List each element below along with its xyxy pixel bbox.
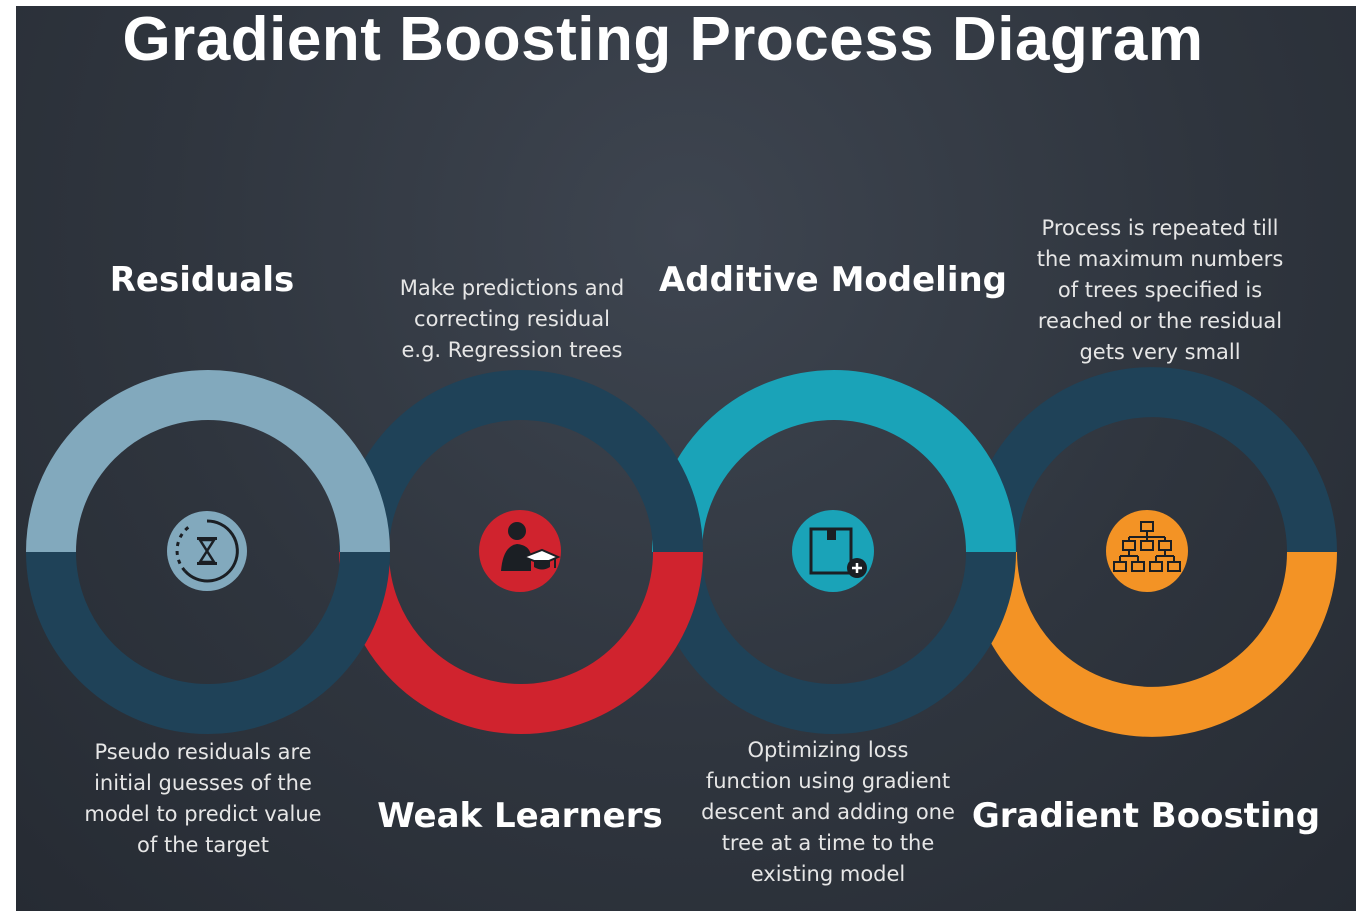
heading-residuals: Residuals xyxy=(109,260,295,300)
hourglass-icon xyxy=(167,511,247,591)
description-additive-modeling: Optimizing loss function using gradient … xyxy=(701,738,955,886)
learner-icon xyxy=(479,510,561,592)
ring-additive-modeling xyxy=(652,370,1016,734)
heading-additive-modeling: Additive Modeling xyxy=(658,260,1008,300)
box-add-icon xyxy=(792,510,874,592)
description-residuals: Pseudo residuals are initial guesses of … xyxy=(84,740,322,857)
heading-weak-learners: Weak Learners xyxy=(377,796,663,836)
ring-gradient-boosting xyxy=(967,367,1337,737)
ring-residuals xyxy=(26,370,390,734)
page-title: Gradient Boosting Process Diagram xyxy=(122,5,1204,74)
ring-weak-learners xyxy=(339,370,703,734)
description-weak-learners: Make predictions and correcting residual… xyxy=(399,276,625,362)
description-gradient-boosting: Process is repeated till the maximum num… xyxy=(1036,216,1284,364)
heading-gradient-boosting: Gradient Boosting xyxy=(971,796,1321,836)
tree-hierarchy-icon xyxy=(1106,510,1188,592)
